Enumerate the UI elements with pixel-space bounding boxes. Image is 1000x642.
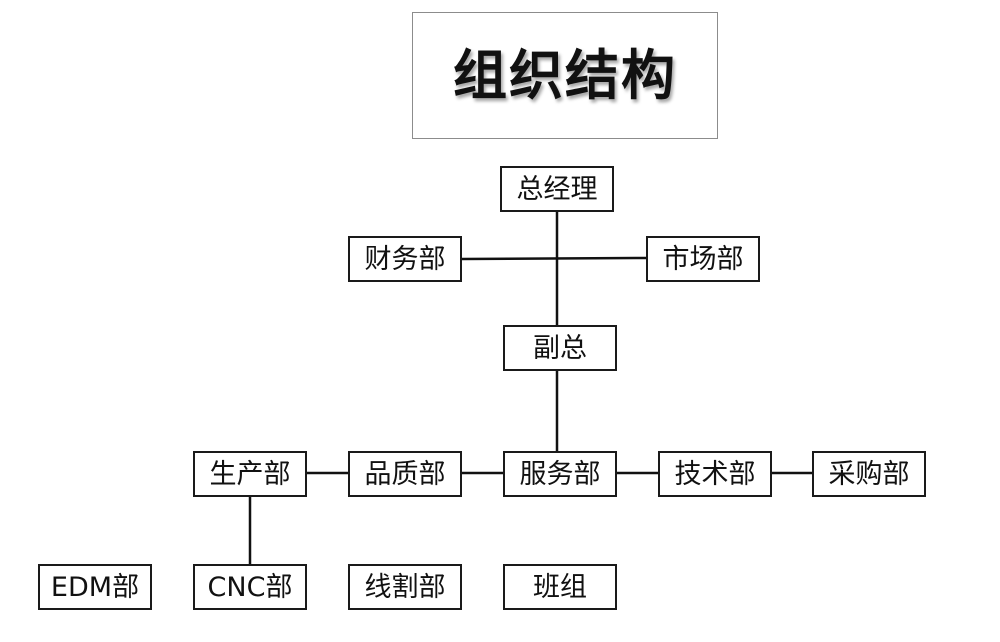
diagram-title: 组织结构 [453,43,677,107]
connector-finance-to-marketing [461,256,647,261]
node-edm: EDM部 [38,564,152,610]
node-team: 班组 [503,564,617,610]
node-production: 生产部 [193,451,307,497]
node-deputy-general: 副总 [503,325,617,371]
node-marketing: 市场部 [646,236,760,282]
node-purchasing: 采购部 [812,451,926,497]
node-technology: 技术部 [658,451,772,497]
node-finance: 财务部 [348,236,462,282]
node-service: 服务部 [503,451,617,497]
node-general-manager: 总经理 [500,166,614,212]
diagram-title-box: 组织结构 [412,12,718,139]
node-cnc: CNC部 [193,564,307,610]
node-quality: 品质部 [348,451,462,497]
node-wire-cutting: 线割部 [348,564,462,610]
